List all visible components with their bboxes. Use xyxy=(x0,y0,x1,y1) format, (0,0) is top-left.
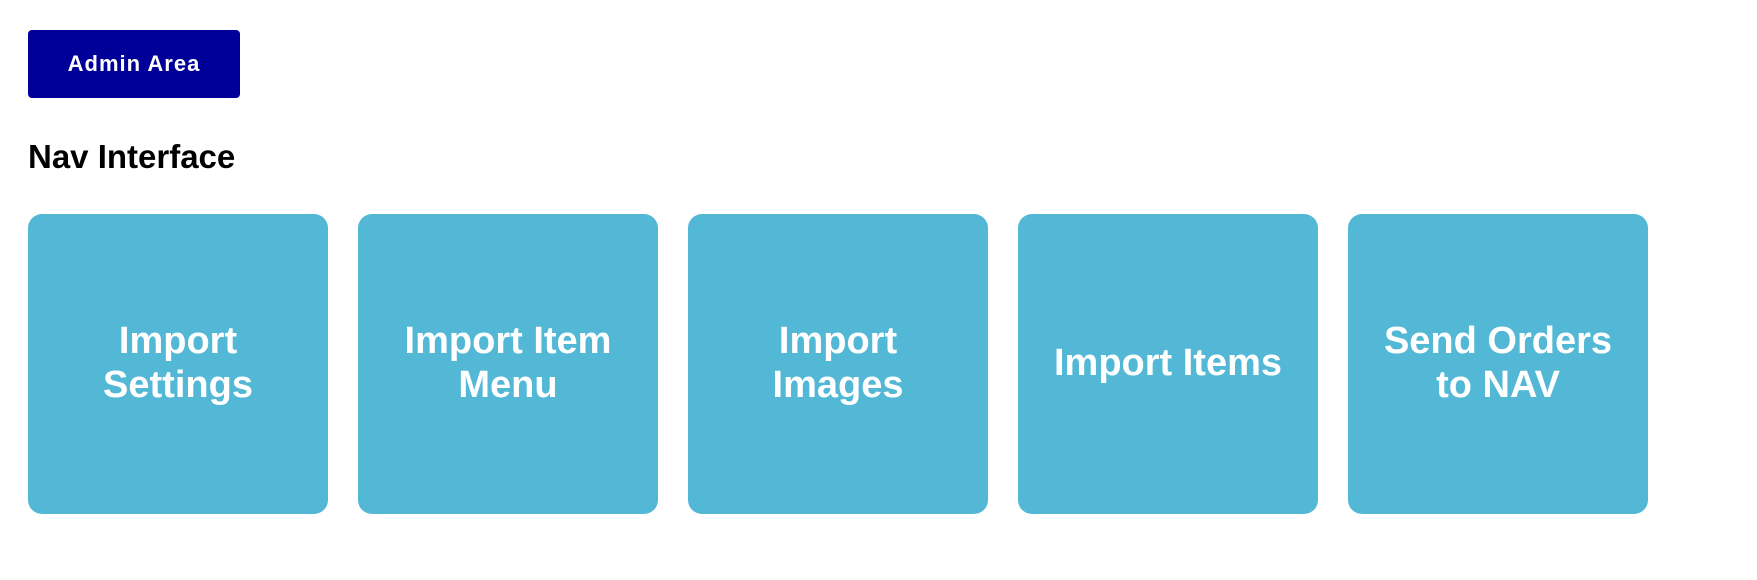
admin-area-button[interactable]: Admin Area xyxy=(28,30,240,98)
import-images-tile[interactable]: Import Images xyxy=(688,214,988,514)
send-orders-to-nav-tile[interactable]: Send Orders to NAV xyxy=(1348,214,1648,514)
section-title: Nav Interface xyxy=(28,138,236,175)
nav-interface-tiles: Import Settings Import Item Menu Import … xyxy=(28,214,1648,514)
import-items-tile[interactable]: Import Items xyxy=(1018,214,1318,514)
import-item-menu-tile[interactable]: Import Item Menu xyxy=(358,214,658,514)
import-settings-tile[interactable]: Import Settings xyxy=(28,214,328,514)
